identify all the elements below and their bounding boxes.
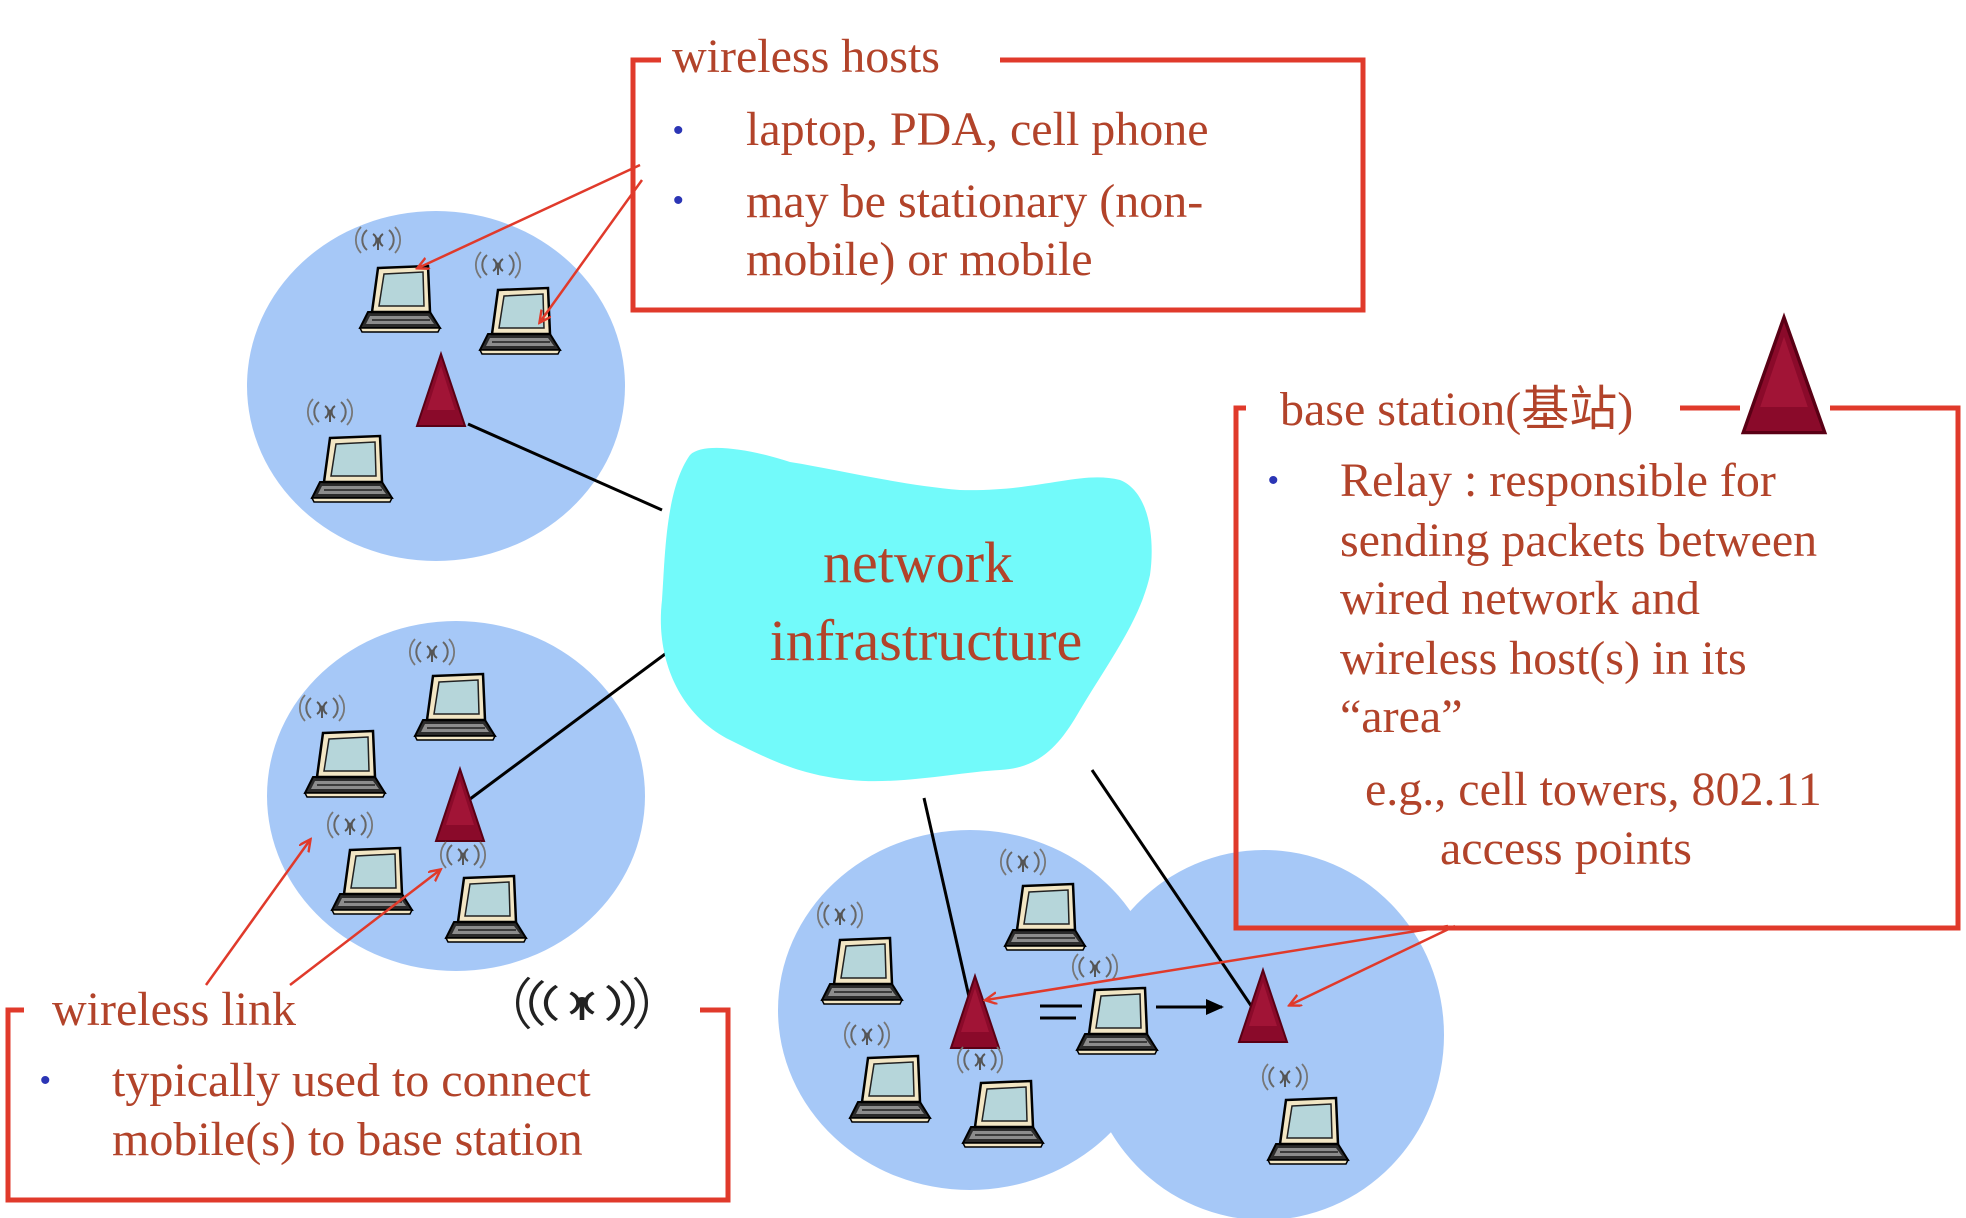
- wireless-signal-icon: [516, 976, 648, 1030]
- wireless-link-title: wireless link: [52, 983, 296, 1036]
- base-station-pointers: [986, 924, 1456, 1005]
- callout-base-station: base station(基站) • Relay : responsible f…: [1233, 383, 1961, 931]
- wireless-hosts-pointers: [418, 163, 644, 322]
- base-station-item-line4: wireless host(s) in its: [1340, 632, 1747, 685]
- bullet-marker: •: [1268, 464, 1279, 497]
- wireless-link-item-line2: mobile(s) to base station: [112, 1113, 583, 1166]
- cloud-label-line1: network: [823, 530, 1013, 595]
- base-station-tower-icon: [1740, 312, 1828, 435]
- base-station-item-line5: “area”: [1340, 690, 1463, 743]
- mobility-indicator: [1040, 999, 1224, 1020]
- wireless-hosts-item-2-line1: may be stationary (non-: [746, 175, 1203, 228]
- bullet-marker: •: [673, 184, 684, 217]
- wireless-link-pointers: [204, 840, 440, 986]
- wireless-link-item-line1: typically used to connect: [112, 1054, 591, 1107]
- wired-links: [465, 422, 1256, 1011]
- wireless-hosts-title: wireless hosts: [672, 30, 940, 83]
- cloud-label-line2: infrastructure: [770, 608, 1082, 673]
- wireless-hosts-item-1: laptop, PDA, cell phone: [746, 103, 1209, 156]
- callout-wireless-link: wireless link • typically used to connec…: [5, 983, 731, 1203]
- network-cloud-icon: network infrastructure: [660, 447, 1152, 782]
- bullet-marker: •: [40, 1064, 51, 1097]
- base-station-item-line2: sending packets between: [1340, 514, 1817, 567]
- bullet-marker: •: [673, 114, 684, 147]
- base-station-title: base station(基站): [1280, 383, 1633, 436]
- base-station-example-line2: access points: [1440, 822, 1692, 875]
- base-station-example-line1: e.g., cell towers, 802.11: [1365, 763, 1822, 816]
- callout-wireless-hosts: wireless hosts • laptop, PDA, cell phone…: [630, 30, 1366, 313]
- base-station-item-line1: Relay : responsible for: [1340, 454, 1776, 507]
- base-station-item-line3: wired network and: [1340, 572, 1700, 625]
- wireless-hosts-item-2-line2: mobile) or mobile: [746, 233, 1093, 286]
